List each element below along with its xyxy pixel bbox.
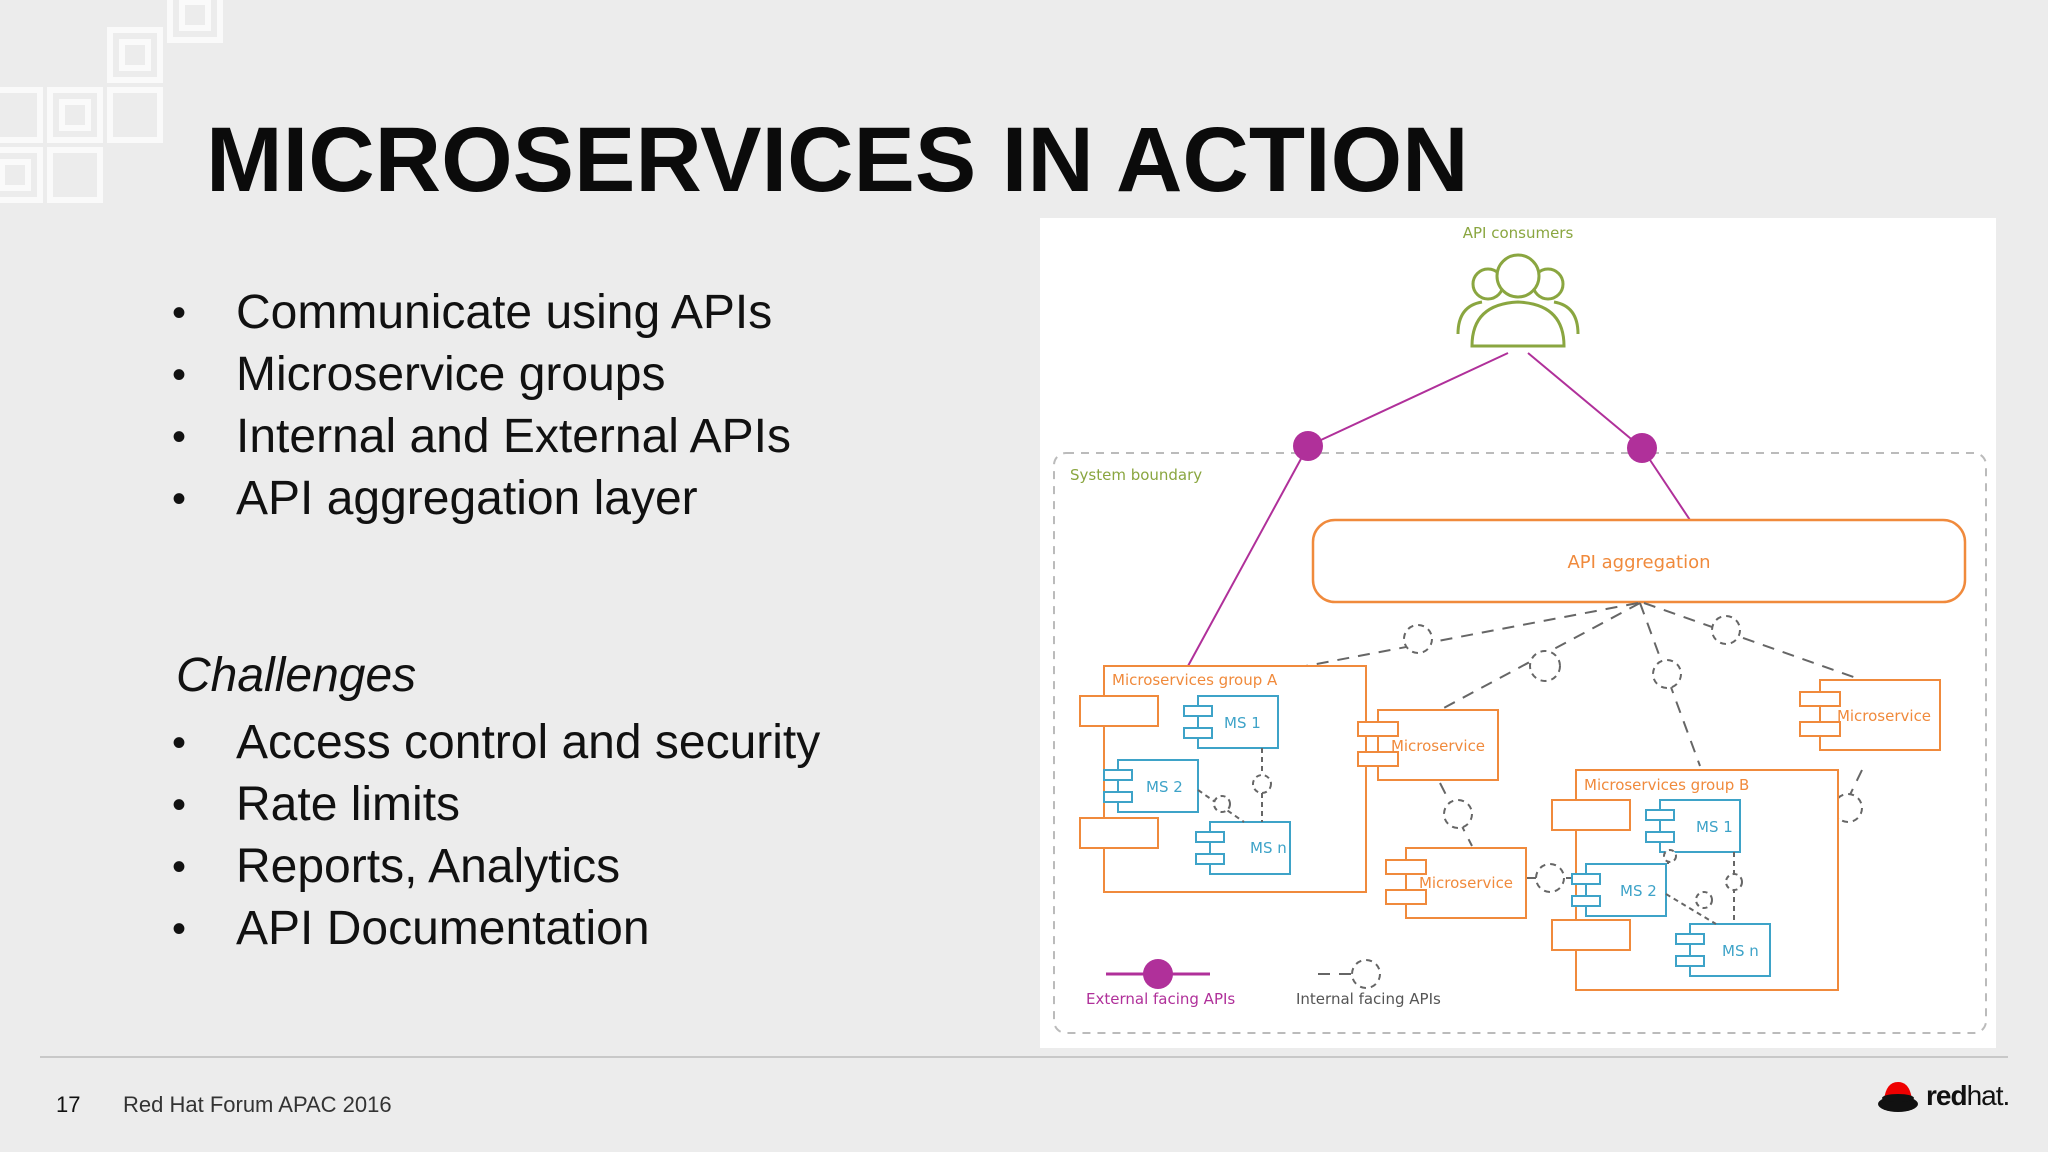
microservice-label: Microservice [1419,874,1513,892]
list-item: • API aggregation layer [172,468,791,530]
bullet-icon: • [172,783,187,827]
challenges-heading: Challenges [176,649,417,702]
logo-text-light: hat. [1966,1080,2011,1111]
bullet-icon: • [172,845,187,889]
list-item: • API Documentation [172,898,820,960]
logo-text-bold: red [1926,1080,1968,1111]
api-consumers-label: API consumers [1463,224,1574,242]
list-item: • Microservice groups [172,344,791,406]
list-item-text: Microservice groups [236,348,666,401]
page-number: 17 [56,1092,81,1117]
api-aggregation-label: API aggregation [1567,552,1710,573]
list-item: • Internal and External APIs [172,406,791,468]
ms1-label: MS 1 [1224,714,1261,732]
list-item: • Rate limits [172,774,820,836]
users-icon [1456,253,1580,348]
external-api-dot [1293,431,1323,461]
background-pattern [0,0,223,203]
ms1-label: MS 1 [1696,818,1733,836]
bullet-icon: • [172,291,187,335]
bullet-icon: • [172,907,187,951]
microservice-label: Microservice [1391,737,1485,755]
system-boundary-label: System boundary [1070,466,1202,484]
list-item-text: Access control and security [236,716,821,769]
bullet-icon: • [172,721,187,765]
system-boundary [1053,452,1987,1034]
challenges-list: • Access control and security • Rate limit… [172,712,820,960]
architecture-diagram: API consumers System boundary API aggreg… [1040,218,1996,1048]
bullet-icon: • [172,415,187,459]
microservice-label: Microservice [1837,707,1931,725]
footer-event: Red Hat Forum APAC 2016 [123,1092,392,1117]
external-api-dot [1627,433,1657,463]
msn-label: MS n [1722,942,1759,960]
api-aggregation-box [1311,518,1967,604]
group-b-label: Microservices group B [1584,776,1749,794]
redhat-logo: redhat. [1876,1076,2011,1116]
ms2-label: MS 2 [1620,882,1657,900]
footer-divider [40,1056,2008,1058]
feature-list: • Communicate using APIs • Microservice gr… [172,282,791,530]
legend-external-label: External facing APIs [1086,990,1235,1008]
redhat-hat-icon [1878,1082,1918,1112]
slide-title: MICROSERVICES IN ACTION [206,109,1469,211]
ms2-label: MS 2 [1146,778,1183,796]
internal-api-legend-icon [1351,959,1381,989]
bullet-icon: • [172,353,187,397]
list-item-text: API aggregation layer [236,472,698,525]
list-item: • Communicate using APIs [172,282,791,344]
msn-label: MS n [1250,839,1287,857]
list-item-text: Reports, Analytics [236,840,621,893]
legend-internal-label: Internal facing APIs [1296,990,1441,1008]
list-item-text: Rate limits [236,778,461,831]
group-a-label: Microservices group A [1112,671,1278,689]
list-item-text: Internal and External APIs [236,410,791,463]
list-item-text: Communicate using APIs [236,286,773,339]
redhat-wordmark: redhat. [1926,1080,2011,1112]
external-api-legend-icon [1143,959,1173,989]
list-item: • Access control and security [172,712,820,774]
list-item: • Reports, Analytics [172,836,820,898]
bullet-icon: • [172,477,187,521]
list-item-text: API Documentation [236,902,650,955]
